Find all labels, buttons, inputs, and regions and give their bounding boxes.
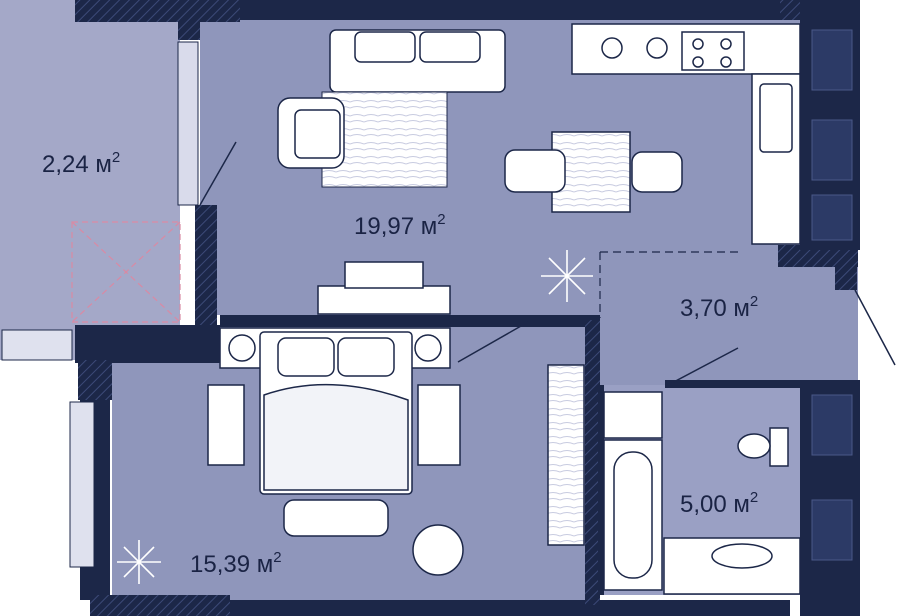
balcony-floor [0, 0, 180, 360]
nightstand-icon [417, 384, 461, 466]
nightstand-icon [414, 334, 442, 362]
walls [75, 0, 860, 616]
tv-stand [317, 285, 451, 315]
room-area-balcony: 2,24 м2 [42, 149, 120, 178]
door-icon[interactable] [199, 141, 896, 385]
shower-icon [603, 391, 663, 439]
hall-floor [600, 250, 858, 385]
right-window-frames [811, 29, 853, 561]
bathtub-inner [613, 451, 653, 579]
toilet-icon [737, 427, 789, 467]
chair-icon [504, 149, 683, 193]
armchair-icon [277, 97, 345, 169]
nightstand-icon [207, 384, 245, 466]
bowl-icon [601, 37, 623, 59]
room-area-living-kitchen: 19,97 м2 [354, 211, 446, 240]
bed-icon [259, 331, 413, 495]
stove-icon [681, 31, 745, 71]
kitchen-counter-side [751, 73, 801, 245]
room-area-bathroom: 5,00 м2 [680, 489, 758, 518]
nightstand-icon [228, 334, 256, 362]
balcony-window [1, 329, 73, 361]
room-area-hall: 3,70 м2 [680, 293, 758, 322]
bedroom-window [69, 401, 95, 568]
room-area-bedroom: 15,39 м2 [190, 549, 282, 578]
plant-icon [117, 540, 161, 584]
balcony-door[interactable] [177, 41, 199, 206]
round-rug-icon [412, 524, 464, 576]
sofa-icon [329, 29, 506, 93]
balcony-marker [71, 221, 181, 323]
plant-icon [541, 250, 593, 302]
sink-icon [759, 83, 793, 153]
tv-icon [344, 261, 424, 289]
bowl-icon [646, 37, 668, 59]
mirror-closet-icon [547, 364, 585, 546]
washbasin-icon [663, 537, 801, 595]
bathtub-icon [603, 439, 663, 591]
bench-icon [283, 499, 389, 537]
